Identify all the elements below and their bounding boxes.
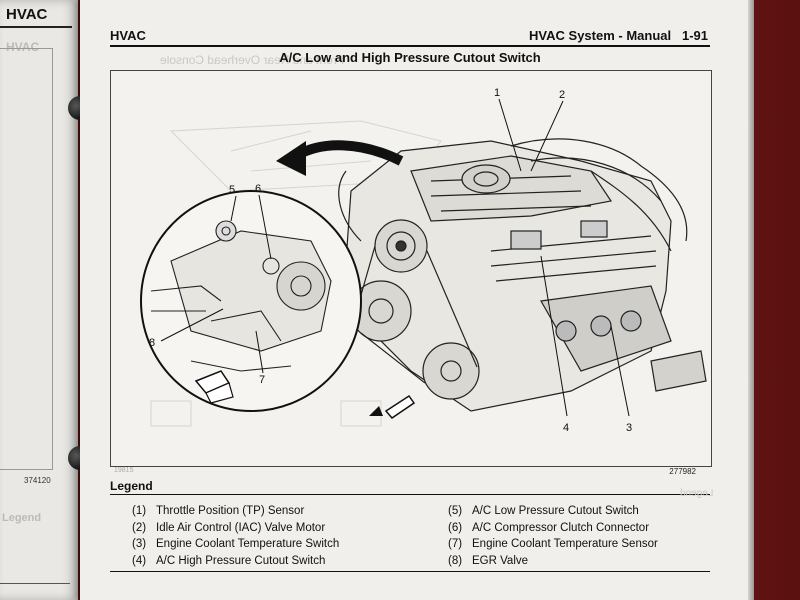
manual-page: HVAC HVAC System - Manual 1-91 Front and…: [80, 0, 748, 600]
callout-1: 1: [494, 87, 500, 99]
previous-page-ghost-header: HVAC: [6, 40, 40, 54]
legend-text: Throttle Position (TP) Sensor: [156, 505, 305, 517]
figure-title: A/C Low and High Pressure Cutout Switch: [279, 50, 541, 65]
legend-item: (7) Engine Coolant Temperature Sensor: [448, 536, 658, 553]
previous-page-header: HVAC: [6, 6, 48, 23]
callout-2: 2: [559, 89, 565, 101]
figure-id: 277982: [669, 467, 696, 476]
legend-text: EGR Valve: [472, 554, 529, 567]
legend-text: Engine Coolant Temperature Switch: [156, 538, 340, 550]
legend-text: A/C Low Pressure Cutout Switch: [472, 505, 639, 517]
bleed-through-legend: Legend: [680, 488, 714, 499]
legend-item: (1) Throttle Position (TP) Sensor: [132, 503, 339, 520]
legend-number: (6): [448, 521, 463, 534]
legend-item: (3) Engine Coolant Temperature Switch: [132, 536, 339, 553]
figure-id-left: 19815: [114, 467, 134, 474]
manual-title: HVAC System - Manual: [529, 28, 672, 43]
legend-number: (4): [132, 554, 147, 567]
callout-6: 6: [255, 183, 261, 195]
legend-left-column: (1) Throttle Position (TP) Sensor (2) Idle…: [132, 503, 339, 569]
legend-number: (1): [132, 505, 147, 517]
header-rule: [110, 45, 710, 47]
legend-text: Engine Coolant Temperature Sensor: [472, 538, 658, 550]
legend-text: A/C High Pressure Cutout Switch: [156, 554, 326, 567]
legend-item: (5) A/C Low Pressure Cutout Switch: [448, 503, 658, 520]
legend-item: (6) A/C Compressor Clutch Connector: [448, 520, 658, 537]
legend-title: Legend: [110, 479, 153, 493]
legend-number: (8): [448, 554, 463, 567]
callout-7: 7: [259, 374, 265, 386]
bottom-rule: [110, 571, 710, 572]
callout-5: 5: [229, 184, 235, 196]
previous-page-figure-box: [0, 48, 53, 470]
legend-text: A/C Compressor Clutch Connector: [472, 521, 650, 534]
callout-8: 8: [149, 337, 155, 349]
legend-right-column: (5) A/C Low Pressure Cutout Switch (6) A/C…: [448, 503, 658, 569]
legend-number: (7): [448, 538, 463, 550]
engine-drawing: 1 2 3 4 5 6 7 8: [140, 87, 707, 434]
legend-number: (5): [448, 505, 463, 517]
legend-number: (2): [132, 521, 147, 534]
previous-page-header-rule: [0, 26, 72, 28]
engine-illustration: 1 2 3 4 5 6 7 8: [110, 70, 712, 467]
previous-page-ghost-legend: Legend: [2, 512, 42, 524]
callout-3: 3: [626, 422, 632, 434]
legend-text: Idle Air Control (IAC) Valve Motor: [156, 521, 326, 534]
legend-item: (2) Idle Air Control (IAC) Valve Motor: [132, 520, 339, 537]
previous-page: HVAC HVAC 374120 Legend: [0, 0, 78, 600]
page-header: HVAC System - Manual 1-91: [529, 28, 708, 43]
previous-page-bottom-rule: [0, 583, 70, 584]
page-stack-edge: [748, 0, 754, 600]
previous-page-figure-number: 374120: [24, 476, 51, 485]
page-number: 1-91: [681, 28, 708, 43]
callout-4: 4: [563, 422, 569, 434]
section-header: HVAC: [110, 28, 146, 43]
legend-number: (3): [132, 538, 147, 550]
legend-item: (4) A/C High Pressure Cutout Switch: [132, 553, 339, 570]
legend-rule: [110, 494, 710, 495]
legend-item: (8) EGR Valve: [448, 553, 658, 570]
